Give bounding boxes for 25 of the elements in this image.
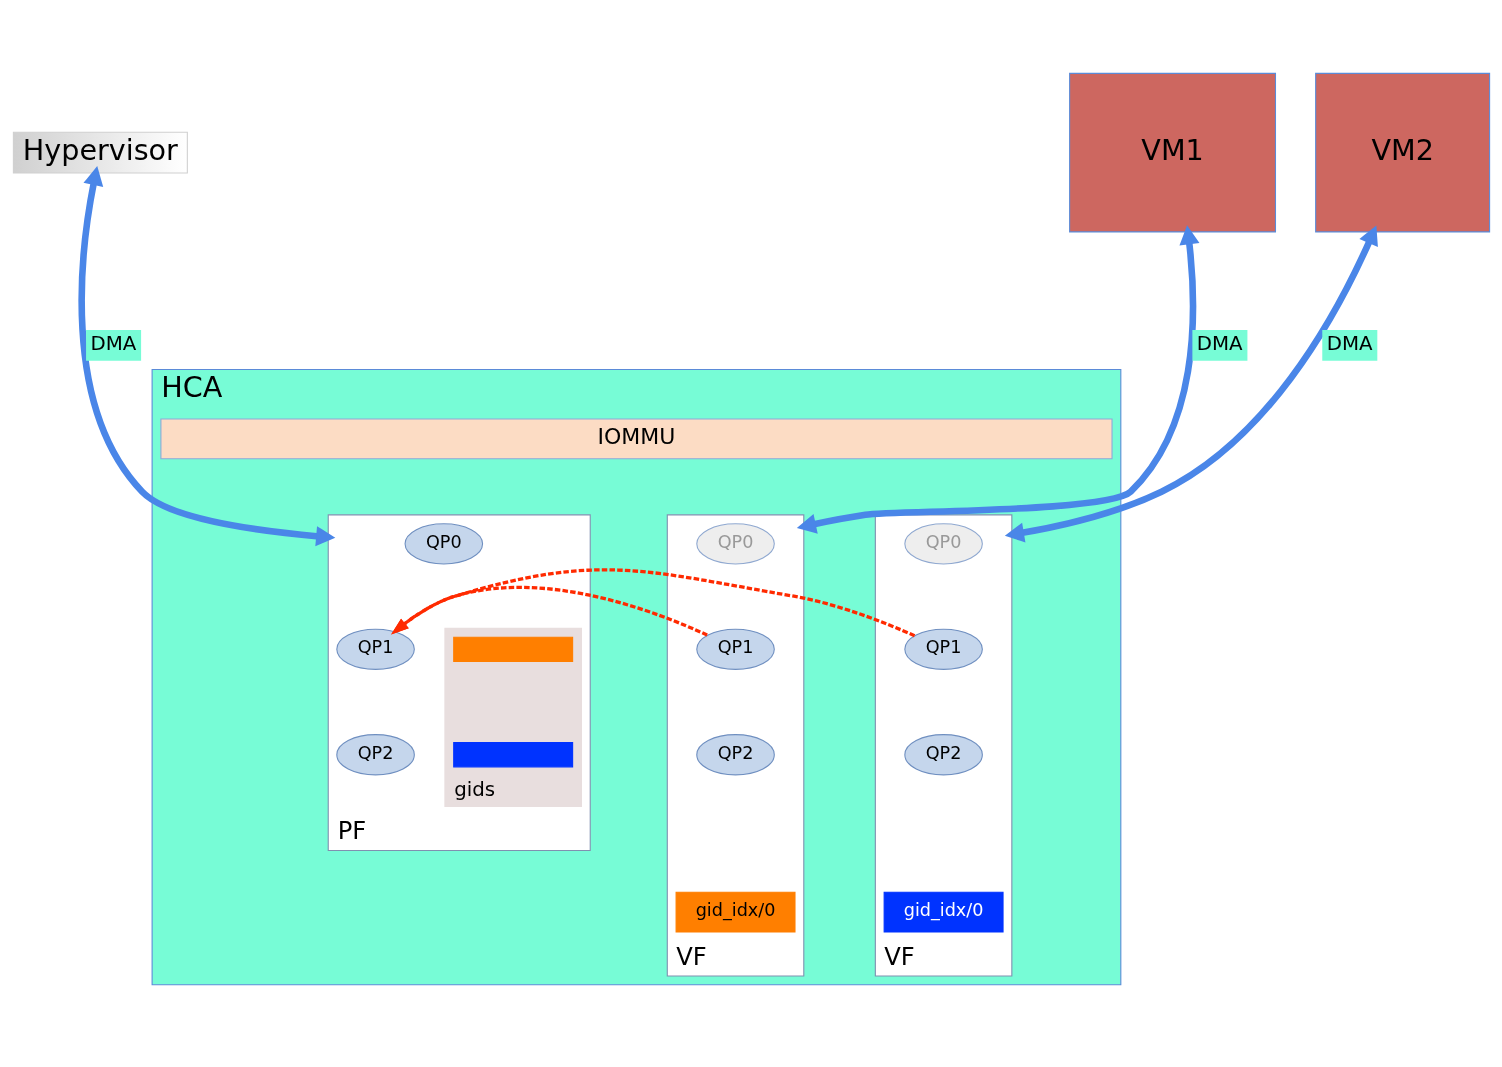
edge-label: DMA <box>1326 332 1373 356</box>
node-ellipse: QP1 <box>335 628 415 670</box>
node-ellipse: QP2 <box>335 734 415 776</box>
arrow <box>796 225 1199 534</box>
node-ellipse: QP0 <box>695 523 775 565</box>
node-box: VM1 <box>1068 72 1276 233</box>
node-ellipse: QP0 <box>903 523 983 565</box>
edge-label: DMA <box>1196 332 1243 356</box>
node-bar <box>452 742 573 768</box>
arrow <box>77 166 335 547</box>
node-ellipse: QP2 <box>903 734 983 776</box>
node-box: gid_idx/0 <box>883 891 1004 933</box>
arrow <box>390 585 708 637</box>
node-ellipse: QP1 <box>695 628 775 670</box>
node-box: IOMMU <box>159 418 1113 460</box>
node-box: VM2 <box>1314 72 1490 233</box>
node-bar <box>452 636 573 662</box>
edge-label: DMA <box>89 332 136 356</box>
arrow <box>390 568 915 638</box>
node-box: Hypervisor <box>12 131 188 174</box>
cluster: gids <box>443 627 582 807</box>
node-box: gid_idx/0 <box>675 891 796 933</box>
node-ellipse: QP1 <box>903 628 983 670</box>
node-ellipse: QP2 <box>695 734 775 776</box>
node-ellipse: QP0 <box>404 523 483 565</box>
